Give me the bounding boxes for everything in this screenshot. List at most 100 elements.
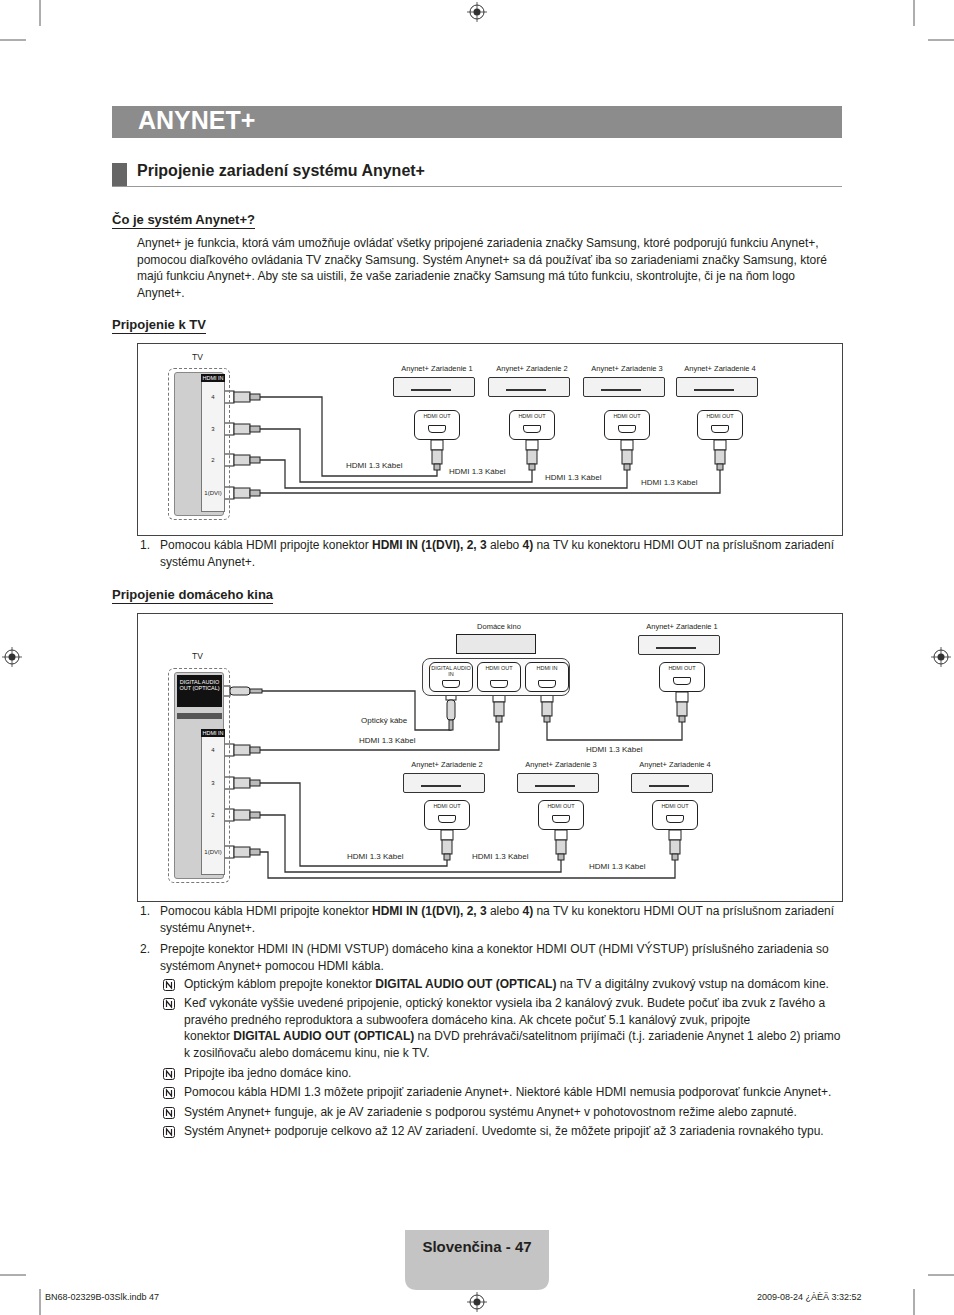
text-run: 2.	[140, 942, 150, 956]
cable	[224, 692, 499, 750]
text-block: Pripojenie k TV	[112, 317, 206, 334]
sock-shape	[552, 815, 570, 823]
text-block: Čo je systém Anynet+?	[112, 212, 255, 229]
node-text: 4	[202, 391, 224, 403]
text-block: Pomocou kábla HDMI pripojte konektorHDMI…	[160, 903, 842, 936]
node-text: 2	[202, 809, 224, 821]
cable-label: HDMI 1.3 Kábel	[358, 736, 416, 745]
hdmi-plug	[444, 854, 450, 860]
node-text: HDMI OUT	[425, 803, 469, 809]
note-icon	[164, 1127, 175, 1138]
hdmi-plug	[250, 457, 260, 463]
node-text: TV	[192, 651, 203, 661]
node-text: 1(DVI)	[202, 487, 224, 499]
note-icon	[164, 1108, 175, 1119]
node-text: HDMI OUT	[415, 413, 459, 419]
hdmi-plug	[434, 464, 440, 470]
note-icon	[167, 1110, 172, 1116]
heading-rule	[112, 186, 842, 187]
hdmi-plug	[679, 716, 685, 722]
sock-shape	[538, 680, 556, 688]
hdmi-plug	[717, 464, 723, 470]
dbody-shape	[638, 635, 720, 655]
node-text: Anynet+ Zariadenie 2	[482, 364, 582, 373]
text-run: Pomocou kábla HDMI pripojte konektor	[160, 538, 369, 552]
hdmi-port: HDMI OUT	[652, 800, 698, 830]
hdmi-in-port: 1(DVI)	[202, 846, 224, 858]
hdmi-plug	[234, 847, 250, 857]
crop-mark	[40, 0, 41, 26]
cable	[547, 692, 682, 740]
dbody-shape	[583, 377, 665, 397]
hdmi-plug	[224, 777, 234, 789]
heading-marker	[112, 163, 127, 186]
cable	[224, 815, 561, 872]
crop-mark	[0, 1275, 26, 1276]
hdmi-plug	[250, 812, 260, 818]
diagram-frame	[138, 614, 843, 902]
dbody-shape	[517, 773, 599, 793]
sock-shape	[523, 425, 541, 433]
node-text: HDMI OUT	[698, 413, 742, 419]
sock-shape	[438, 815, 456, 823]
cable-label: HDMI 1.3 Kábel	[346, 852, 404, 861]
cable-label: HDMI 1.3 Kábel	[585, 745, 643, 754]
node-text: HDMI IN	[201, 374, 225, 382]
node-text: TV	[192, 352, 203, 362]
dbody-shape	[403, 773, 485, 793]
note-icon	[167, 1001, 172, 1007]
hdmi-plug	[542, 702, 552, 716]
tv-panel: TVHDMI INDIGITAL AUDIO OUT (OPTICAL)4321…	[168, 645, 230, 883]
hdmi-plug	[672, 854, 678, 860]
slot-shape	[656, 647, 696, 649]
registration-mark	[2, 647, 22, 667]
cable	[224, 783, 447, 866]
node-text: HDMI OUT	[478, 665, 520, 671]
hdmi-plug	[224, 487, 234, 499]
node-text: 4	[202, 744, 224, 756]
hdmi-in-port: 2	[202, 809, 224, 821]
text-block: Prepojte konektor HDMI IN (HDMI VSTUP) d…	[160, 941, 842, 974]
dbody-shape	[676, 377, 758, 397]
registration-mark	[467, 1292, 487, 1312]
hdmi-plug	[441, 830, 453, 840]
hdmi-plug	[224, 846, 234, 858]
optical-plug	[449, 720, 453, 730]
crop-mark	[914, 1289, 915, 1315]
text-run: Pripojte iba jedno domáce kino.	[184, 1066, 351, 1080]
cable-label: HDMI 1.3 Kábel	[345, 461, 403, 470]
hdmi-plug	[234, 745, 250, 755]
slot-shape	[535, 785, 575, 787]
cable-label: HDMI 1.3 Kábel	[640, 478, 698, 487]
text-block: Anynet+ je funkcia, ktorá vám umožňuje o…	[137, 235, 842, 301]
hdmi-plug	[442, 840, 452, 854]
hdmi-plug	[250, 849, 260, 855]
cable-label: HDMI 1.3 Kábel	[448, 467, 506, 476]
optical-out-port: DIGITAL AUDIO OUT (OPTICAL)	[177, 675, 222, 707]
anynet-device: Anynet+ Zariadenie 2 HDMI OUT	[397, 760, 497, 830]
hdmi-plug	[234, 488, 250, 498]
hdmi-plug	[234, 424, 250, 434]
anynet-device: Anynet+ Zariadenie 2HDMI OUT	[482, 364, 582, 440]
crop-mark	[928, 1275, 954, 1276]
node-text: 2	[202, 454, 224, 466]
text-run: Systém Anynet+ podporuje celkovo až 12 A…	[184, 1124, 824, 1138]
hdmi-plug	[529, 464, 535, 470]
registration-mark	[467, 2, 487, 22]
hdmi-in-port: 1(DVI)	[202, 487, 224, 499]
hdmi-plug	[526, 440, 538, 450]
text-run: 1.	[140, 904, 150, 918]
hdmi-plug	[234, 810, 250, 820]
text-block: Pripojenie domáceho kina	[112, 587, 273, 604]
slot-shape	[411, 389, 451, 391]
text-run: Systém Anynet+ funguje, ak je AV zariade…	[184, 1105, 797, 1119]
text-run: Pripojenie domáceho kina	[112, 587, 273, 602]
text-run: Prepojte konektor HDMI IN (HDMI VSTUP) d…	[160, 942, 829, 973]
anynet-device: Anynet+ Zariadenie 1HDMI OUT	[387, 364, 487, 440]
text-block: Keď vykonáte vyššie uvedené pripojenie, …	[184, 995, 842, 1061]
node-text: Anynet+ Zariadenie 2	[397, 760, 497, 769]
text-run: Pomocou kábla HDMI pripojte konektor	[160, 904, 369, 918]
text-block: Optickým káblom prepojte konektorDIGITAL…	[184, 976, 842, 993]
registration-mark	[931, 647, 951, 667]
